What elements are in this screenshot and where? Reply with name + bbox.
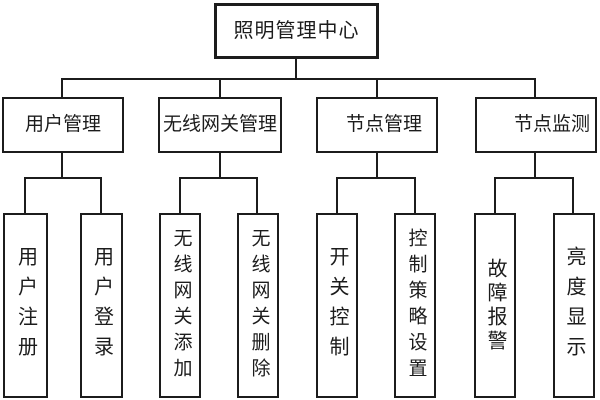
leaf-node-switch-control: 开关控制 bbox=[316, 213, 358, 398]
drop-line-gateway-management bbox=[219, 79, 221, 97]
leaf-node-gateway-delete: 无线网关删除 bbox=[237, 213, 279, 398]
stub-line-gateway-management bbox=[219, 152, 221, 178]
level1-bus-line bbox=[61, 78, 536, 80]
leaf-node-brightness-display: 亮度显示 bbox=[553, 213, 595, 398]
stub-line-user-management bbox=[61, 152, 63, 178]
leaf-node-control-strategy: 控制策略设置 bbox=[394, 213, 436, 398]
drop-line-brightness-display bbox=[572, 178, 574, 213]
leaf-node-user-login: 用户登录 bbox=[80, 213, 123, 398]
bus-line-gateway-management bbox=[179, 177, 258, 179]
root-stub-line bbox=[295, 59, 297, 79]
leaf-label-control-strategy: 控制策略设置 bbox=[405, 227, 427, 384]
drop-line-fault-alarm bbox=[494, 178, 496, 213]
branch-label-node-monitoring: 节点监测 bbox=[513, 113, 590, 135]
drop-line-user-register bbox=[24, 178, 26, 213]
leaf-label-gateway-delete: 无线网关删除 bbox=[248, 227, 270, 384]
branch-node-gateway-management: 无线网关管理 bbox=[158, 97, 282, 153]
bus-line-node-management bbox=[336, 177, 416, 179]
drop-line-user-login bbox=[100, 178, 102, 213]
leaf-label-brightness-display: 亮度显示 bbox=[563, 245, 585, 366]
bus-line-user-management bbox=[24, 177, 102, 179]
drop-line-gateway-delete bbox=[256, 178, 258, 213]
drop-line-gateway-add bbox=[179, 178, 181, 213]
drop-line-node-management bbox=[376, 79, 378, 97]
branch-node-node-monitoring: 节点监测 bbox=[475, 97, 597, 153]
drop-line-user-management bbox=[61, 79, 63, 97]
stub-line-node-management bbox=[376, 152, 378, 178]
leaf-node-fault-alarm: 故障报警 bbox=[474, 213, 516, 398]
branch-label-gateway-management: 无线网关管理 bbox=[162, 113, 277, 135]
leaf-label-switch-control: 开关控制 bbox=[326, 245, 348, 366]
branch-label-user-management: 用户管理 bbox=[24, 113, 101, 135]
leaf-label-gateway-add: 无线网关添加 bbox=[170, 227, 192, 384]
drop-line-switch-control bbox=[336, 178, 338, 213]
branch-node-user-management: 用户管理 bbox=[2, 97, 124, 153]
leaf-label-user-register: 用户注册 bbox=[14, 245, 37, 366]
root-node-lighting-management-center: 照明管理中心 bbox=[214, 3, 379, 59]
bus-line-node-monitoring bbox=[494, 177, 574, 179]
branch-label-node-management: 节点管理 bbox=[345, 113, 422, 135]
leaf-label-fault-alarm: 故障报警 bbox=[484, 257, 506, 354]
branch-node-node-management: 节点管理 bbox=[316, 97, 438, 153]
drop-line-control-strategy bbox=[414, 178, 416, 213]
drop-line-node-monitoring bbox=[534, 79, 536, 97]
leaf-node-gateway-add: 无线网关添加 bbox=[159, 213, 201, 398]
stub-line-node-monitoring bbox=[534, 152, 536, 178]
leaf-label-user-login: 用户登录 bbox=[90, 245, 113, 366]
root-node-label: 照明管理中心 bbox=[233, 20, 360, 42]
leaf-node-user-register: 用户注册 bbox=[3, 213, 48, 398]
